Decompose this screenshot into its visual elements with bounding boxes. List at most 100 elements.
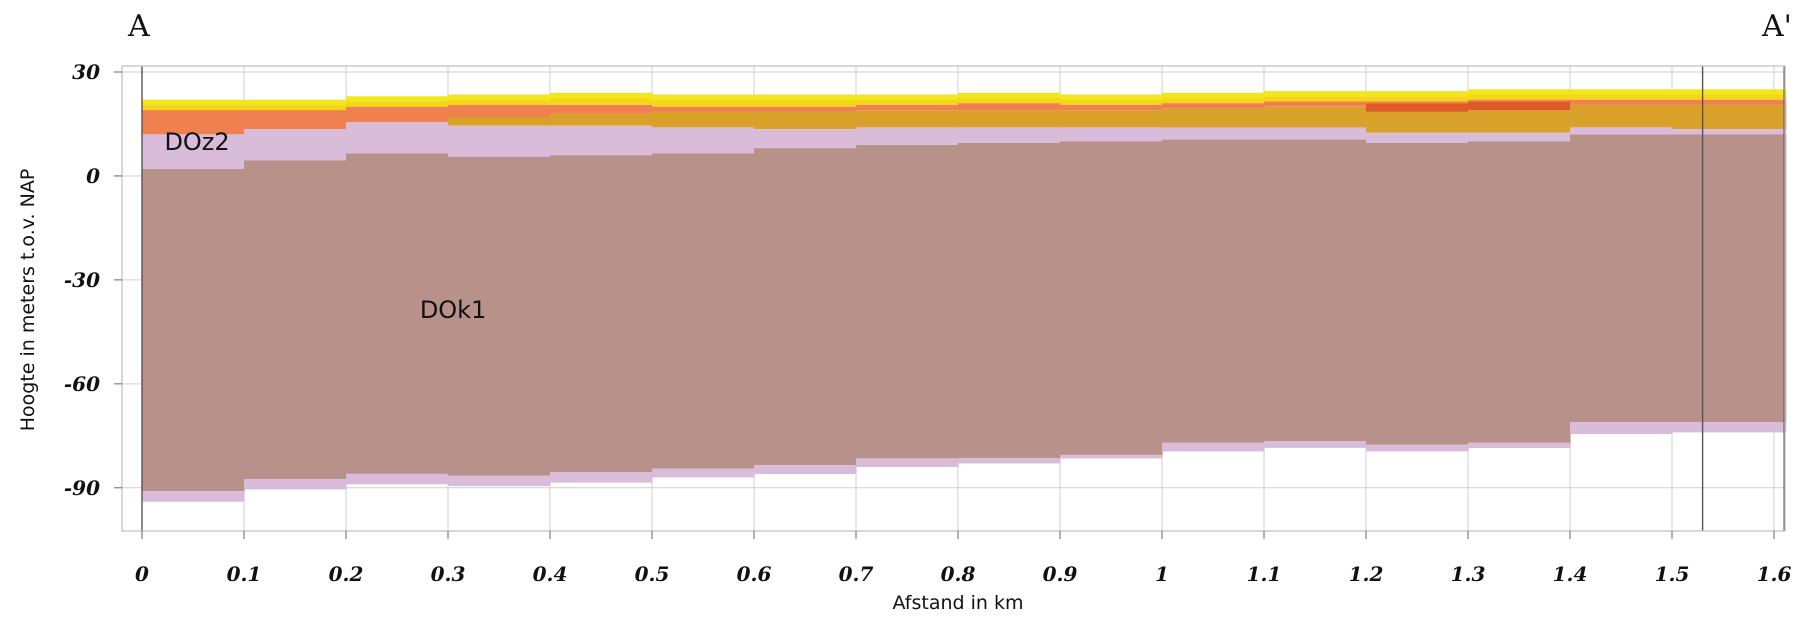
x-tick-label: 0.3: [431, 562, 466, 586]
y-tick-label: 30: [72, 60, 100, 84]
layer-segment: [856, 127, 959, 145]
layer-segment: [1468, 442, 1571, 448]
layer-segment: [1264, 441, 1367, 448]
layer-segment: [346, 101, 449, 107]
layer-segment: [346, 96, 449, 102]
plot-frame: [121, 65, 1786, 532]
layer-segment: [856, 94, 959, 100]
y-axis-ticks: 30 0 -30 -60 -90: [64, 60, 122, 500]
layer-segment: [1162, 108, 1265, 128]
layer-label: DOk1: [420, 296, 487, 324]
layer-segment: [1162, 139, 1265, 443]
geological-layers: [142, 89, 1787, 502]
layer-segment: [1570, 104, 1673, 128]
x-tick-label: 1.2: [1349, 562, 1384, 586]
x-tick-label: 1.5: [1655, 562, 1690, 586]
layer-segment: [1366, 96, 1469, 102]
layer-segment: [856, 99, 959, 105]
layer-segment: [448, 104, 551, 117]
layer-segment: [652, 99, 755, 107]
layer-segment: [1570, 94, 1673, 100]
layer-segment: [856, 144, 959, 459]
layer-segment: [1672, 89, 1787, 95]
layer-segment: [754, 106, 857, 112]
layer-segment: [1264, 91, 1367, 97]
layer-segment: [1468, 110, 1571, 133]
layer-segment: [1060, 94, 1163, 100]
x-tick-label: 1.4: [1553, 562, 1588, 586]
layer-segment: [346, 153, 449, 474]
layer-segment: [244, 129, 347, 161]
y-tick-label: 0: [86, 164, 100, 188]
layer-segment: [1672, 94, 1787, 100]
layer-segment: [1672, 104, 1787, 130]
layer-segment: [1468, 94, 1571, 100]
y-tick-label: -60: [64, 372, 100, 396]
layer-segment: [1060, 99, 1163, 105]
layer-segment: [142, 169, 245, 492]
layer-segment: [142, 110, 245, 135]
layer-segment: [856, 104, 959, 111]
layer-segment: [1468, 132, 1571, 142]
y-tick-label: -30: [64, 268, 100, 292]
layer-segment: [754, 148, 857, 466]
layer-segment: [856, 458, 959, 467]
layer-segment: [142, 134, 245, 169]
x-tick-label: 1.1: [1247, 562, 1282, 586]
layer-segment: [754, 111, 857, 130]
layer-segment: [1264, 139, 1367, 442]
layer-segment: [1264, 96, 1367, 102]
layer-segment: [550, 155, 653, 473]
layer-segment: [754, 99, 857, 107]
x-tick-label: 1.3: [1451, 562, 1486, 586]
layer-segment: [448, 125, 551, 157]
x-tick-label: 1: [1155, 562, 1169, 586]
layer-segment: [1366, 91, 1469, 97]
layer-segment: [550, 113, 653, 126]
layer-segment: [142, 104, 245, 111]
layer-segment: [1060, 454, 1163, 459]
layer-segment: [1162, 442, 1265, 452]
section-markers: [141, 66, 1785, 531]
y-axis-label: Hoogte in meters t.o.v. NAP: [17, 169, 39, 432]
layer-segment: [1162, 98, 1265, 104]
layer-segment: [1672, 134, 1787, 422]
layer-segment: [550, 104, 653, 114]
layer-segment: [754, 465, 857, 474]
layer-segment: [1366, 143, 1469, 445]
x-tick-label: 0: [135, 562, 149, 586]
x-tick-label: 0.4: [533, 562, 568, 586]
layer-segment: [244, 99, 347, 105]
layer-segment: [958, 458, 1061, 464]
layer-segment: [448, 99, 551, 105]
layer-segment: [958, 143, 1061, 459]
x-tick-label: 0.2: [329, 562, 364, 586]
layer-label: DOz2: [164, 128, 229, 156]
layer-segment: [448, 94, 551, 100]
layer-segment: [1264, 106, 1367, 128]
layer-segment: [1060, 104, 1163, 111]
layer-segment: [958, 98, 1061, 104]
layer-segment: [1366, 111, 1469, 133]
layer-segment: [550, 98, 653, 105]
layer-segment: [244, 104, 347, 111]
y-tick-label: -90: [64, 476, 100, 500]
layer-segment: [1060, 127, 1163, 142]
layer-segment: [1060, 141, 1163, 455]
layer-segment: [1570, 422, 1673, 435]
layer-segment: [1672, 99, 1787, 105]
layer-segment: [1468, 141, 1571, 443]
section-start-label: A: [127, 9, 150, 44]
layer-segment: [346, 473, 449, 485]
layer-segment: [958, 103, 1061, 111]
layer-segment: [1468, 101, 1571, 111]
x-tick-label: 1.6: [1757, 562, 1792, 586]
layer-segment: [550, 472, 653, 483]
layer-segment: [1366, 132, 1469, 143]
layer-segment: [244, 479, 347, 490]
layer-segment: [550, 125, 653, 156]
layer-segment: [448, 475, 551, 487]
